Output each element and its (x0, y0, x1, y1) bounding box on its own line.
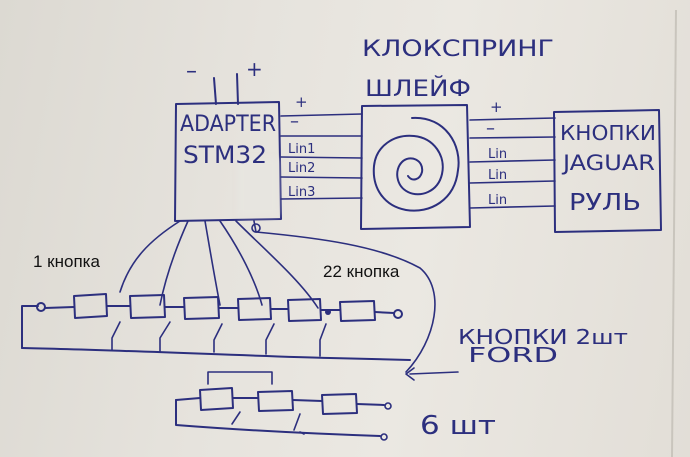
adapter-box (174, 101, 282, 222)
adapter-subtitle: STM32 (183, 141, 267, 169)
six-pcs-label: 6 шт (420, 411, 496, 441)
jaguar-buttons-box (553, 109, 662, 233)
jaguar-line1: КНОПКИ (560, 121, 656, 145)
chain-left-terminal (21, 305, 39, 349)
jaguar-pin-lin-a: Lin (488, 147, 507, 162)
jaguar-pin-lin-c: Lin (488, 193, 507, 208)
ford-label-line1: КНОПКИ 2шт (458, 325, 628, 349)
lower-resistor-1 (199, 387, 234, 411)
jaguar-line3: РУЛЬ (569, 190, 641, 216)
clockspring-jaguar-wires (469, 117, 556, 209)
jaguar-pin-plus: + (490, 98, 503, 116)
chain-resistor-6 (339, 300, 376, 322)
adapter-pin-plus: + (295, 93, 308, 111)
lower-chain (175, 371, 392, 441)
clockspring-block: КЛОКСПРИНГ ШЛЕЙФ (360, 37, 554, 230)
adapter-plus-sign: + (246, 57, 263, 81)
adapter-minus-lead (213, 77, 217, 105)
ford-label-line2: FORD (468, 343, 558, 367)
button-chain (21, 293, 411, 361)
paper-margin-line (671, 9, 677, 457)
clockspring-title: КЛОКСПРИНГ (362, 37, 554, 62)
chain-bottom-rail (21, 347, 411, 361)
label-button-first: 1 кнопка (33, 252, 100, 271)
clockspring-subtitle: ШЛЕЙФ (365, 76, 471, 102)
chain-resistor-4 (237, 297, 272, 321)
adapter-title: ADAPTER (180, 112, 276, 137)
clockspring-spiral-icon (372, 116, 460, 212)
chain-resistor-5 (287, 298, 322, 322)
adapter-pin-lin1: Lin1 (288, 142, 315, 157)
adapter-blurred-area (238, 158, 278, 216)
lower-resistor-2 (257, 390, 294, 412)
adapter-to-buttons-wires (119, 220, 436, 373)
jaguar-pin-labels: + – Lin Lin Lin (486, 98, 507, 208)
ford-arrow (405, 367, 459, 381)
jaguar-pin-lin-b: Lin (488, 168, 507, 183)
adapter-pin-minus: – (290, 111, 299, 132)
adapter-pin-lin2: Lin2 (288, 161, 315, 176)
label-button-last: 22 кнопка (323, 262, 400, 281)
chain-resistor-2 (129, 294, 166, 319)
chain-resistor-3 (183, 296, 220, 320)
clockspring-box (360, 104, 471, 230)
adapter-clockspring-wires (280, 113, 363, 200)
jaguar-line2: JAGUAR (561, 151, 655, 175)
adapter-pin-lin3: Lin3 (288, 185, 315, 200)
adapter-block: ADAPTER STM32 – + + – Lin1 Lin2 Lin3 (174, 57, 315, 222)
chain-resistor-1 (73, 293, 108, 319)
jaguar-buttons-block: КНОПКИ JAGUAR РУЛЬ (553, 109, 662, 233)
jaguar-pin-minus: – (486, 118, 495, 139)
adapter-minus-sign: – (186, 59, 197, 84)
lower-resistor-3 (321, 393, 358, 415)
adapter-plus-lead (236, 73, 239, 105)
